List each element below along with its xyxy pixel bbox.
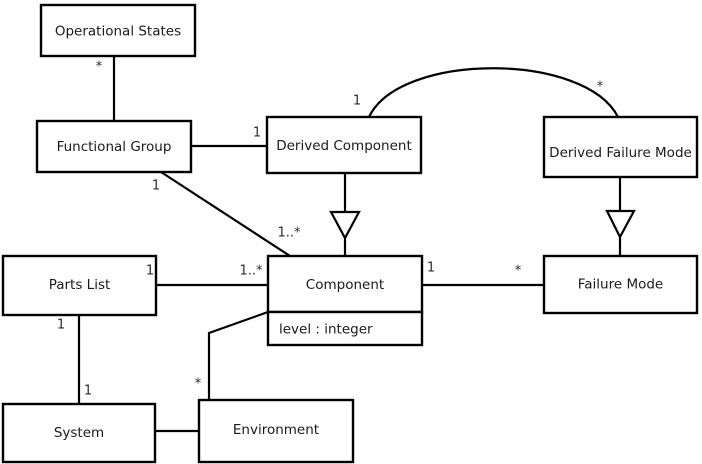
class-rect-component-attributes — [266, 310, 424, 347]
class-rect-system — [1, 402, 157, 464]
multiplicity-functionalgroup-derivedcomponent: 1 — [253, 126, 261, 141]
class-box-functional-group[interactable]: Functional Group — [35, 119, 193, 174]
generalization-arrowhead-failuremode — [605, 209, 636, 240]
class-label-operational-states: Operational States — [55, 24, 181, 40]
class-rect-parts-list — [1, 254, 158, 317]
class-label-environment: Environment — [233, 422, 319, 438]
association-environment-component — [207, 310, 269, 400]
class-attribute-component-level: level : integer — [279, 322, 373, 338]
association-arc-derivedcomponent-derivedfailuremode — [368, 67, 619, 118]
class-label-functional-group: Functional Group — [57, 139, 172, 155]
class-box-derived-failure-mode[interactable]: Derived Failure Mode — [542, 115, 699, 179]
class-label-derived-component: Derived Component — [276, 138, 412, 154]
multiplicity-component-failuremode-source: 1 — [427, 261, 435, 276]
class-label-system: System — [54, 425, 104, 441]
multiplicity-component-from-partslist: 1..* — [239, 264, 263, 279]
class-label-derived-failure-mode: Derived Failure Mode — [549, 145, 692, 161]
class-rect-derived-failure-mode — [542, 115, 699, 179]
multiplicity-arc-derivedfailuremode: * — [597, 80, 604, 95]
class-rect-failure-mode — [542, 254, 699, 315]
multiplicity-arc-derivedcomponent: 1 — [353, 94, 361, 109]
multiplicity-environment-component: * — [195, 377, 202, 392]
multiplicity-functionalgroup-component-source: 1 — [152, 179, 160, 194]
multiplicity-component-from-functionalgroup: 1..* — [277, 226, 301, 241]
multiplicity-partslist-component-source: 1 — [146, 264, 154, 279]
multiplicity-opstates-functionalgroup: * — [96, 60, 103, 75]
class-label-parts-list: Parts List — [49, 277, 111, 293]
multiplicity-system-partslist: 1 — [84, 384, 92, 399]
association-functionalgroup-component — [160, 171, 291, 257]
class-box-operational-states[interactable]: Operational States — [39, 3, 197, 58]
class-box-component[interactable]: Component level : integer — [266, 254, 424, 347]
generalization-arrowhead-component — [329, 210, 361, 241]
class-label-component: Component — [306, 277, 384, 293]
class-rect-operational-states — [39, 3, 197, 58]
class-box-failure-mode[interactable]: Failure Mode — [542, 254, 699, 315]
class-box-parts-list[interactable]: Parts List — [1, 254, 158, 317]
class-rect-functional-group — [35, 119, 193, 174]
multiplicity-failuremode-from-component: * — [515, 264, 522, 279]
class-box-environment[interactable]: Environment — [197, 398, 355, 464]
class-rect-derived-component — [265, 115, 423, 175]
class-box-system[interactable]: System — [1, 402, 157, 464]
class-label-failure-mode: Failure Mode — [578, 277, 664, 293]
class-box-derived-component[interactable]: Derived Component — [265, 115, 423, 175]
class-rect-environment — [197, 398, 355, 464]
class-rect-component — [266, 254, 424, 314]
multiplicity-partslist-system: 1 — [57, 318, 65, 333]
